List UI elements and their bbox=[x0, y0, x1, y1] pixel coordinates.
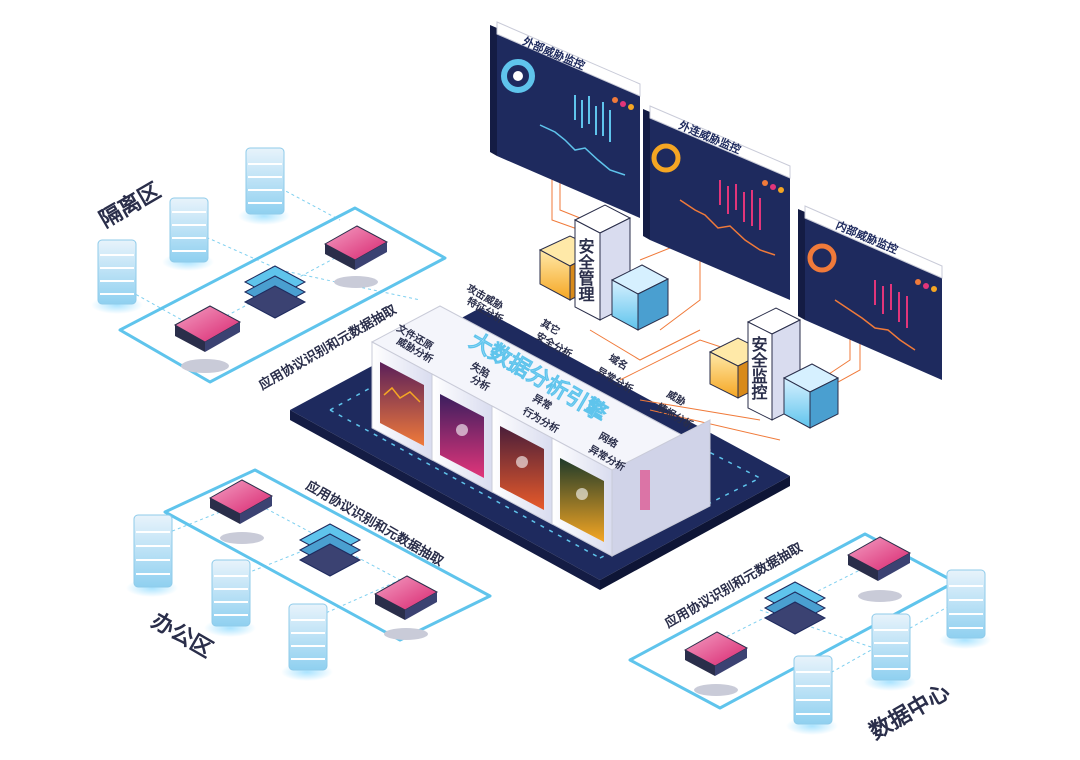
datacenter-device-1 bbox=[683, 631, 749, 696]
isolation-tower-1 bbox=[91, 239, 143, 314]
security-management-tower: 安全管理 bbox=[538, 204, 670, 331]
office-tower-2 bbox=[204, 559, 256, 637]
svg-text:域名: 域名 bbox=[607, 351, 631, 372]
panel-outbound-threat: 外连威胁监控 bbox=[643, 105, 791, 300]
datacenter-chip-stack bbox=[763, 581, 827, 635]
office-chip-stack bbox=[298, 523, 362, 577]
datacenter-zone: 数据中心 bbox=[628, 532, 991, 745]
datacenter-device-2 bbox=[846, 536, 912, 602]
isolation-device-1 bbox=[173, 305, 242, 373]
office-zone: 办公区 bbox=[126, 468, 492, 681]
office-tower-3 bbox=[281, 603, 333, 681]
security-monitoring-label: 安全监控 bbox=[749, 335, 769, 401]
office-device-2 bbox=[373, 575, 439, 640]
isolation-tower-2 bbox=[162, 197, 214, 271]
isolation-zone-label: 隔离区 bbox=[95, 178, 165, 234]
svg-text:威胁: 威胁 bbox=[665, 387, 689, 408]
office-zone-label: 办公区 bbox=[147, 609, 217, 664]
server-block-1 bbox=[371, 341, 433, 461]
server-block-3 bbox=[491, 405, 553, 525]
isolation-tower-3 bbox=[238, 147, 290, 225]
isolation-device-2 bbox=[323, 225, 389, 288]
security-monitoring-tower: 安全监控 bbox=[708, 307, 840, 429]
isolation-zone-outline bbox=[118, 206, 447, 384]
office-tower-1 bbox=[126, 514, 178, 597]
office-device-1 bbox=[208, 479, 274, 544]
panel-internal-threat: 内部威胁监控 bbox=[798, 205, 943, 380]
office-zone-outline bbox=[163, 468, 492, 642]
isolation-chip-stack bbox=[243, 265, 307, 319]
server-block-4 bbox=[551, 437, 613, 557]
security-management-label: 安全管理 bbox=[576, 237, 596, 302]
datacenter-tower-3 bbox=[939, 569, 991, 649]
server-block-2 bbox=[431, 373, 493, 493]
datacenter-tower-1 bbox=[786, 655, 838, 735]
panel-external-threat: 外部威胁监控 bbox=[490, 21, 641, 218]
datacenter-tower-2 bbox=[864, 613, 916, 691]
